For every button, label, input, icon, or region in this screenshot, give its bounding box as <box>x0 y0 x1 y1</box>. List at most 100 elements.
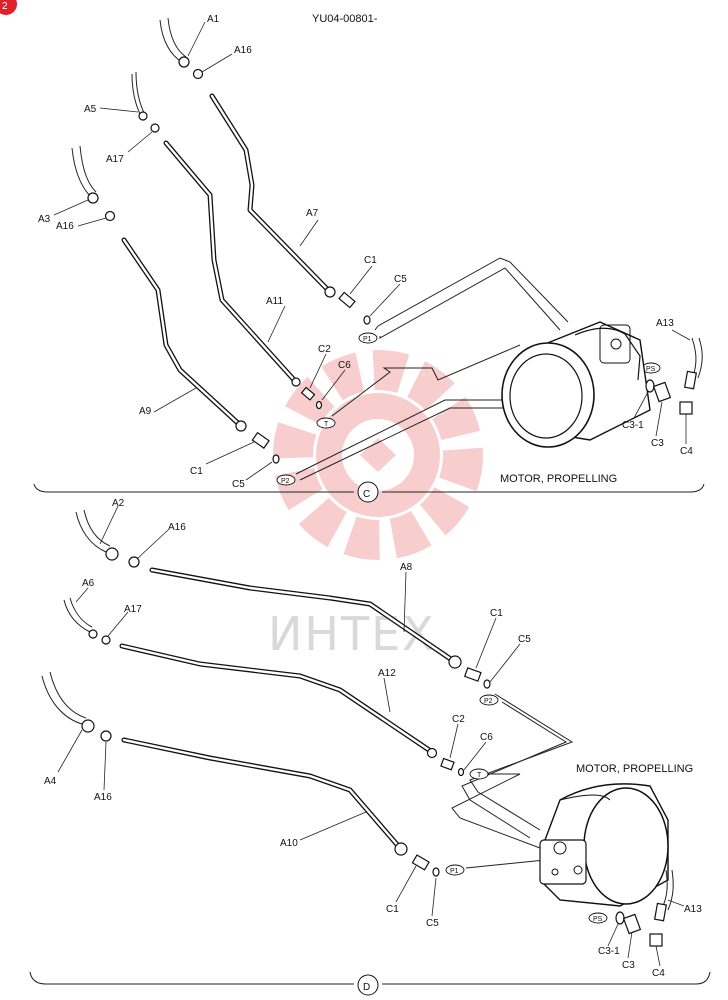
pipe-a11-nut <box>291 377 301 387</box>
leader-a11 <box>267 305 286 343</box>
leader-c2 <box>309 353 327 389</box>
pipe-a9 <box>121 237 243 428</box>
fitting-a17 <box>150 123 160 133</box>
label-a7: A7 <box>306 208 319 219</box>
hose-a1 <box>159 19 183 63</box>
page-badge: 2 <box>0 0 17 15</box>
label-a1: A1 <box>207 14 220 25</box>
fitting-a13-c <box>683 370 698 390</box>
port-ps-text: PS <box>646 366 656 373</box>
port-t-text: T <box>324 421 329 428</box>
hose-a4-edge <box>49 671 87 719</box>
page-badge-text: 2 <box>2 1 8 12</box>
label-c5-top-d: C5 <box>518 634 531 645</box>
hose-a13-d-edge <box>667 869 674 911</box>
pipe-a8-nut <box>448 655 462 669</box>
oring-c6 <box>315 400 323 410</box>
label-a16-bottom-d: A16 <box>94 792 112 803</box>
line-p1-d <box>465 859 546 869</box>
label-a12: A12 <box>378 668 396 679</box>
oring-c6-d <box>457 767 465 777</box>
label-a16-top-d: A16 <box>168 522 186 533</box>
leader-a8 <box>403 571 407 633</box>
label-a5: A5 <box>84 104 97 115</box>
line-t-d <box>451 773 541 849</box>
leader-a16-left <box>77 217 107 227</box>
leader-a16-bottom-d <box>103 741 107 791</box>
label-c1-bottom-d: C1 <box>386 904 399 915</box>
leader-a13 <box>671 329 691 341</box>
leader-c5-top <box>369 283 401 317</box>
pipe-a11 <box>163 140 299 385</box>
leader-c3 <box>655 401 663 437</box>
label-c1-top-d: C1 <box>490 608 503 619</box>
oring-c5-bottom-d <box>432 867 440 877</box>
label-a9: A9 <box>139 406 152 417</box>
fitting-a16-top-d <box>128 556 140 568</box>
fitting-a16-top <box>192 68 204 80</box>
pipe-a12-inner <box>120 644 434 754</box>
oring-c3-1-c <box>645 379 655 393</box>
bracket-c-left <box>33 483 354 493</box>
bracket-d-right <box>382 971 711 985</box>
label-c6-d: C6 <box>480 732 493 743</box>
pipe-a10 <box>121 737 403 851</box>
leader-c5-bottom-d <box>431 877 437 917</box>
label-c3-1: C3-1 <box>622 420 644 431</box>
label-c6: C6 <box>338 360 351 371</box>
leader-c1-top-d <box>475 617 497 669</box>
pipe-a10-inner <box>122 738 402 850</box>
port-ps-text-d: PS <box>593 916 603 923</box>
hose-a2 <box>75 511 107 553</box>
label-c3-d: C3 <box>622 960 635 971</box>
oring-c5-top-d <box>483 679 491 689</box>
fitting-a17-d <box>101 635 111 645</box>
leader-c6 <box>321 369 346 401</box>
line-p1-b <box>379 267 561 339</box>
leader-a4 <box>57 729 83 773</box>
bracket-d-left <box>29 971 354 985</box>
oring-c5-bottom <box>272 454 280 464</box>
leader-a6 <box>75 587 89 603</box>
label-c1-top: C1 <box>364 255 377 266</box>
label-c1-bottom: C1 <box>190 466 203 477</box>
port-p2-text: P2 <box>281 478 290 485</box>
label-a8: A8 <box>400 562 413 573</box>
port-p1-badge <box>358 332 378 344</box>
leader-c1-bottom-d <box>395 865 417 903</box>
hose-a2-edge <box>83 509 111 547</box>
leader-c3-1 <box>633 391 649 419</box>
hose-a13-c <box>691 337 697 377</box>
plug-c3-c <box>652 381 672 403</box>
watermark-gear-icon <box>273 350 483 560</box>
hose-a13-c-edge <box>697 337 703 379</box>
elbow-c4-c <box>679 401 693 415</box>
label-c5-bottom: C5 <box>232 479 245 490</box>
section-c-title: MOTOR, PROPELLING <box>500 473 617 485</box>
leader-c2-d <box>449 723 459 759</box>
line-t <box>331 344 521 417</box>
pipe-a12-nut <box>426 747 438 759</box>
port-ps-badge-d <box>588 912 608 924</box>
leader-a16-top <box>201 53 233 73</box>
hose-a1-edge <box>167 17 187 58</box>
fitting-a4 <box>81 719 95 733</box>
label-a6: A6 <box>82 578 95 589</box>
leader-c1-top <box>349 265 373 295</box>
leader-c6-d <box>463 741 487 771</box>
leader-a5 <box>99 107 139 113</box>
leader-a13-d <box>667 899 685 907</box>
label-a13-d: A13 <box>684 904 702 915</box>
section-c-marker-text: C <box>363 489 370 500</box>
label-a17: A17 <box>106 154 124 165</box>
fitting-c1-top <box>338 291 356 309</box>
document-code: YU04-00801- <box>312 13 378 25</box>
section-d-title: MOTOR, PROPELLING <box>576 763 693 775</box>
leader-c3-1-d <box>607 923 619 947</box>
leader-a2 <box>99 505 119 545</box>
fitting-a13-d <box>653 902 668 922</box>
label-a11: A11 <box>266 296 283 307</box>
label-a10: A10 <box>280 838 298 849</box>
plug-c3-d <box>622 913 642 935</box>
